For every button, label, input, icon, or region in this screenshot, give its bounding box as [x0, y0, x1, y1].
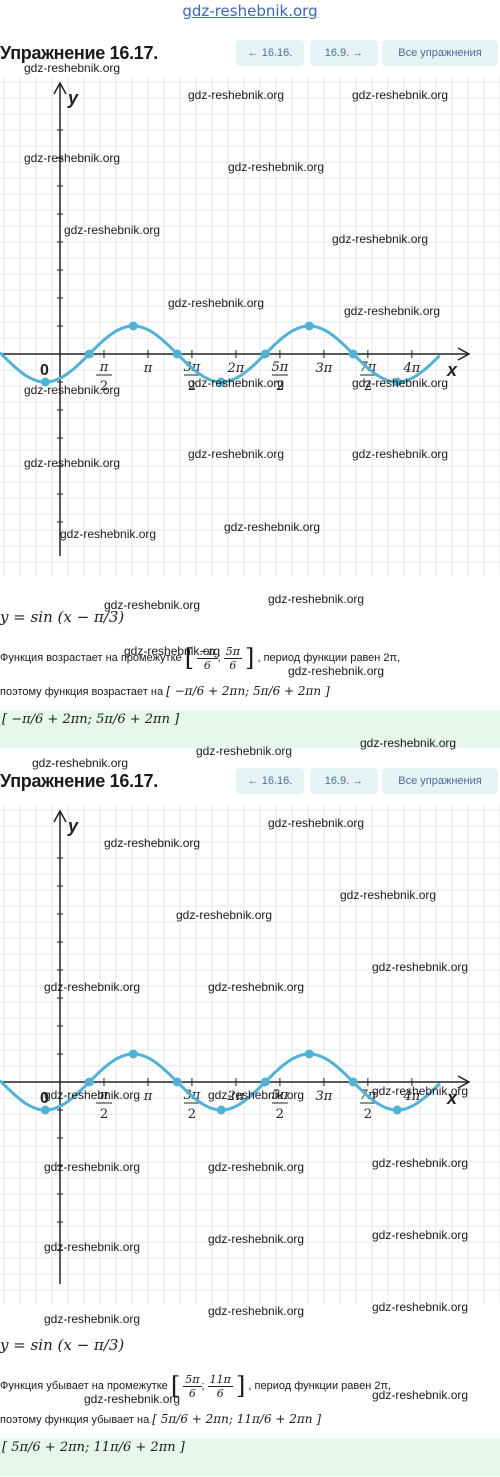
x-tick-label-den: 2	[100, 379, 108, 394]
x-tick-label-den: 2	[364, 1107, 372, 1122]
x-tick-label-num: π	[99, 1088, 109, 1103]
answer-text: [ 5π/6 + 2πn; 11π/6 + 2πn ]	[2, 1440, 185, 1455]
solution-line-2: поэтому функция убывает на [ 5π/6 + 2πn;…	[0, 1412, 321, 1426]
line2-interval: [ −π/6 + 2πn; 5π/6 + 2πn ]	[166, 684, 330, 698]
curve-point	[392, 377, 402, 387]
curve-point	[128, 1049, 138, 1059]
prev-exercise-button[interactable]: ← 16.16.	[236, 40, 304, 66]
y-axis-label: y	[67, 816, 79, 836]
bracket: ]	[235, 1372, 246, 1400]
x-tick-label: π	[143, 361, 153, 376]
x-tick-label-den: 2	[364, 379, 372, 394]
exercise-panel-1: Упражнение 16.17. ← 16.16. 16.9. → Все у…	[0, 30, 500, 750]
x-tick-label-num: π	[99, 360, 109, 375]
curve-point	[84, 1077, 94, 1087]
x-tick-label: 4π	[402, 361, 420, 376]
x-tick-label-den: 2	[276, 1107, 284, 1122]
curve-point	[260, 349, 270, 359]
x-tick-label-den: 2	[188, 1107, 196, 1122]
y-axis-arrow	[53, 809, 67, 823]
x-tick-label: 3π	[315, 361, 332, 376]
answer-box: [ −π/6 + 2πn; 5π/6 + 2πn ]	[0, 710, 500, 748]
curve-point	[216, 377, 226, 387]
site-link[interactable]: gdz-reshebnik.org	[182, 2, 318, 20]
solution-line-2: поэтому функция возрастает на [ −π/6 + 2…	[0, 684, 330, 698]
curve-point	[260, 1077, 270, 1087]
x-tick-label-den: 2	[100, 1107, 108, 1122]
curve-point	[128, 321, 138, 331]
exercise-panel-2: Упражнение 16.17. ← 16.16. 16.9. → Все у…	[0, 758, 500, 1477]
curve-point	[304, 1049, 314, 1059]
curve-point	[216, 1105, 226, 1115]
x-tick-label-num: 5π	[271, 1088, 288, 1103]
origin-label: 0	[40, 1090, 49, 1107]
answer-text: [ −π/6 + 2πn; 5π/6 + 2πn ]	[2, 712, 180, 727]
curve-point	[40, 377, 50, 387]
y-axis-arrow	[53, 81, 67, 95]
line2-prefix: поэтому функция возрастает на	[0, 686, 164, 698]
x-tick-label: π	[143, 1089, 153, 1104]
next-exercise-button[interactable]: 16.9. →	[310, 40, 378, 66]
next-exercise-button[interactable]: 16.9. →	[310, 768, 378, 794]
curve-point	[40, 1105, 50, 1115]
answer-box: [ 5π/6 + 2πn; 11π/6 + 2πn ]	[0, 1438, 500, 1476]
function-formula: y = sin (x − π/3)	[0, 1336, 125, 1354]
bracket: [	[170, 1372, 181, 1400]
exercise-header: Упражнение 16.17. ← 16.16. 16.9. → Все у…	[0, 40, 500, 70]
x-tick-label: 2π	[227, 361, 245, 376]
curve-point	[392, 1105, 402, 1115]
x-axis-label: x	[446, 360, 458, 380]
x-tick-label: 3π	[315, 1089, 332, 1104]
curve-point	[348, 349, 358, 359]
x-tick-label: 4π	[402, 1089, 420, 1104]
x-tick-label-den: 2	[276, 379, 284, 394]
line1-prefix: Функция убывает на промежутке	[0, 1379, 168, 1392]
prev-exercise-button[interactable]: ← 16.16.	[236, 768, 304, 794]
curve-point	[348, 1077, 358, 1087]
exercise-header: Упражнение 16.17. ← 16.16. 16.9. → Все у…	[0, 768, 500, 798]
line2-prefix: поэтому функция убывает на	[0, 1414, 150, 1426]
x-tick-label-num: 5π	[271, 360, 288, 375]
bracket: ]	[245, 644, 255, 672]
line1-suffix: , период функции равен 2π,	[257, 651, 401, 664]
all-exercises-button[interactable]: Все упражнения	[382, 40, 498, 66]
x-tick-label: 2π	[227, 1089, 245, 1104]
line2-interval: [ 5π/6 + 2πn; 11π/6 + 2πn ]	[152, 1412, 322, 1426]
function-formula: y = sin (x − π/3)	[0, 608, 125, 626]
x-axis-arrow	[457, 1075, 471, 1089]
all-exercises-button[interactable]: Все упражнения	[382, 768, 498, 794]
exercise-title: Упражнение 16.17.	[0, 43, 158, 63]
x-axis-arrow	[457, 347, 471, 361]
line1-prefix: Функция возрастает на промежутке	[0, 651, 182, 664]
curve-point	[172, 349, 182, 359]
origin-label: 0	[40, 362, 49, 379]
bracket: [	[184, 644, 195, 672]
curve-point	[304, 321, 314, 331]
x-axis-label: x	[446, 1088, 458, 1108]
curve-point	[84, 349, 94, 359]
curve-point	[172, 1077, 182, 1087]
y-axis-label: y	[67, 88, 79, 108]
exercise-title: Упражнение 16.17.	[0, 771, 158, 791]
x-tick-label-den: 2	[188, 379, 196, 394]
line1-suffix: , период функции равен 2π,	[248, 1379, 392, 1392]
